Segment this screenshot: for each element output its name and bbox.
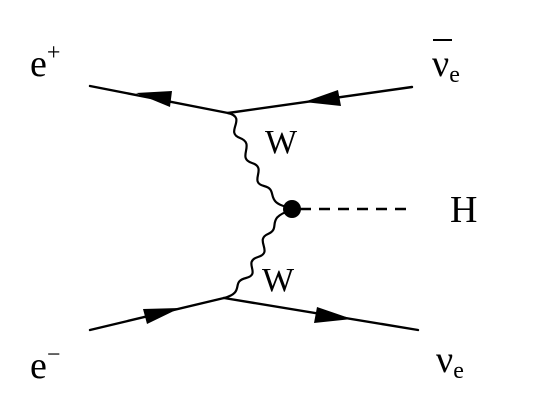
electron-label: e− bbox=[30, 342, 60, 387]
antineutrino-label: νe bbox=[432, 43, 460, 88]
upper-w-boson-line bbox=[226, 111, 294, 210]
upper-right-arrow bbox=[304, 90, 341, 106]
lower-w-boson-line bbox=[222, 208, 294, 300]
lower-right-arrow bbox=[314, 307, 352, 323]
neutrino-label: νe bbox=[436, 339, 464, 384]
higgs-vertex bbox=[283, 200, 301, 218]
upper-left-arrow bbox=[136, 91, 172, 107]
lower-w-label: W bbox=[262, 262, 295, 299]
higgs-label: H bbox=[450, 189, 477, 231]
positron-label: e+ bbox=[30, 40, 60, 85]
upper-w-label: W bbox=[265, 124, 298, 161]
lower-left-arrow bbox=[143, 308, 180, 324]
